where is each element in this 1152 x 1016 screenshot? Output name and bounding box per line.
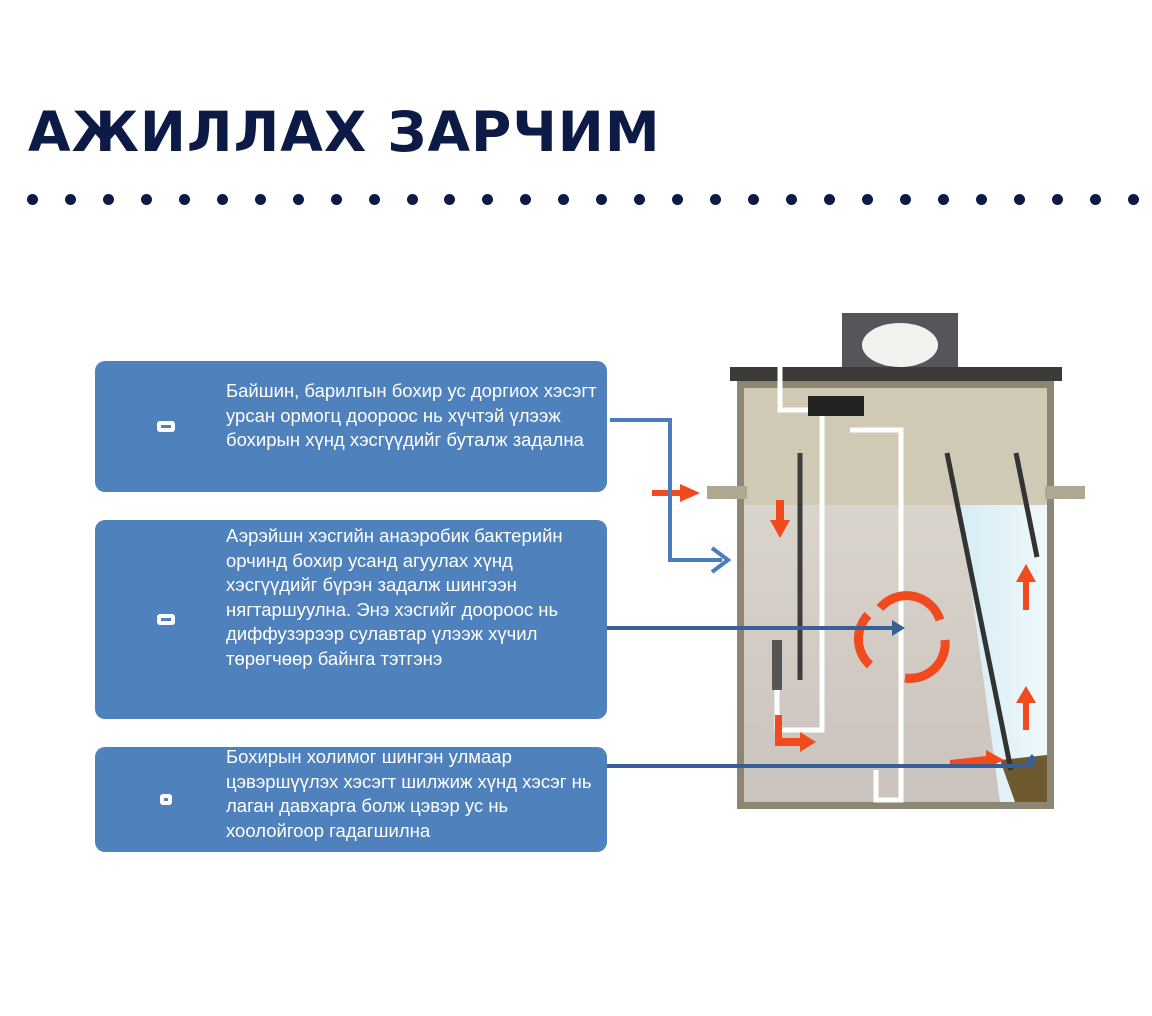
divider-dot xyxy=(1013,194,1025,205)
blower-icon xyxy=(862,323,938,367)
divider-dot xyxy=(64,194,76,205)
divider-dot xyxy=(824,194,836,205)
divider-dot xyxy=(1089,194,1101,205)
connector-lines xyxy=(607,418,1039,768)
divider-dot xyxy=(1127,194,1139,205)
divider-dot xyxy=(558,194,570,205)
divider-dot xyxy=(444,194,456,205)
divider-dot xyxy=(1051,194,1063,205)
divider-dot xyxy=(406,194,418,205)
divider-dot xyxy=(292,194,304,205)
divider-dot xyxy=(596,194,608,205)
divider-dot xyxy=(216,194,228,205)
divider-dot xyxy=(368,194,380,205)
page-title: АЖИЛЛАХ ЗАРЧИМ xyxy=(28,100,661,164)
step-text-2: Аэрэйшн хэсгийн анаэробик бактерийн орчи… xyxy=(226,525,563,669)
divider-dot xyxy=(254,194,266,205)
flow-arrows xyxy=(652,484,1036,768)
divider-dot xyxy=(102,194,114,205)
divider-dot xyxy=(178,194,190,205)
divider-dot xyxy=(520,194,532,205)
divider-dot xyxy=(482,194,494,205)
divider-dot xyxy=(899,194,911,205)
bullet-icon xyxy=(160,794,172,805)
dotted-divider xyxy=(27,194,1139,206)
step-text-3: Бохирын холимог шингэн улмаар цэвэршүүлэ… xyxy=(226,746,592,841)
tank xyxy=(707,313,1085,809)
step-text-1: Байшин, барилгын бохир ус доргиох хэсэгт… xyxy=(226,380,597,450)
divider-dot xyxy=(140,194,152,205)
step-box-1: Байшин, барилгын бохир ус доргиох хэсэгт… xyxy=(95,361,607,492)
bullet-icon xyxy=(157,614,175,625)
step-box-3: Бохирын холимог шингэн улмаар цэвэршүүлэ… xyxy=(95,746,607,852)
bullet-icon xyxy=(157,421,175,432)
divider-dot xyxy=(975,194,987,205)
divider-dot xyxy=(861,194,873,205)
divider-dot xyxy=(937,194,949,205)
divider-dot xyxy=(27,194,38,205)
divider-dot xyxy=(330,194,342,205)
divider-dot xyxy=(634,194,646,205)
divider-dot xyxy=(786,194,798,205)
divider-dot xyxy=(672,194,684,205)
divider-dot xyxy=(748,194,760,205)
divider-dot xyxy=(710,194,722,205)
step-box-2: Аэрэйшн хэсгийн анаэробик бактерийн орчи… xyxy=(95,520,607,719)
